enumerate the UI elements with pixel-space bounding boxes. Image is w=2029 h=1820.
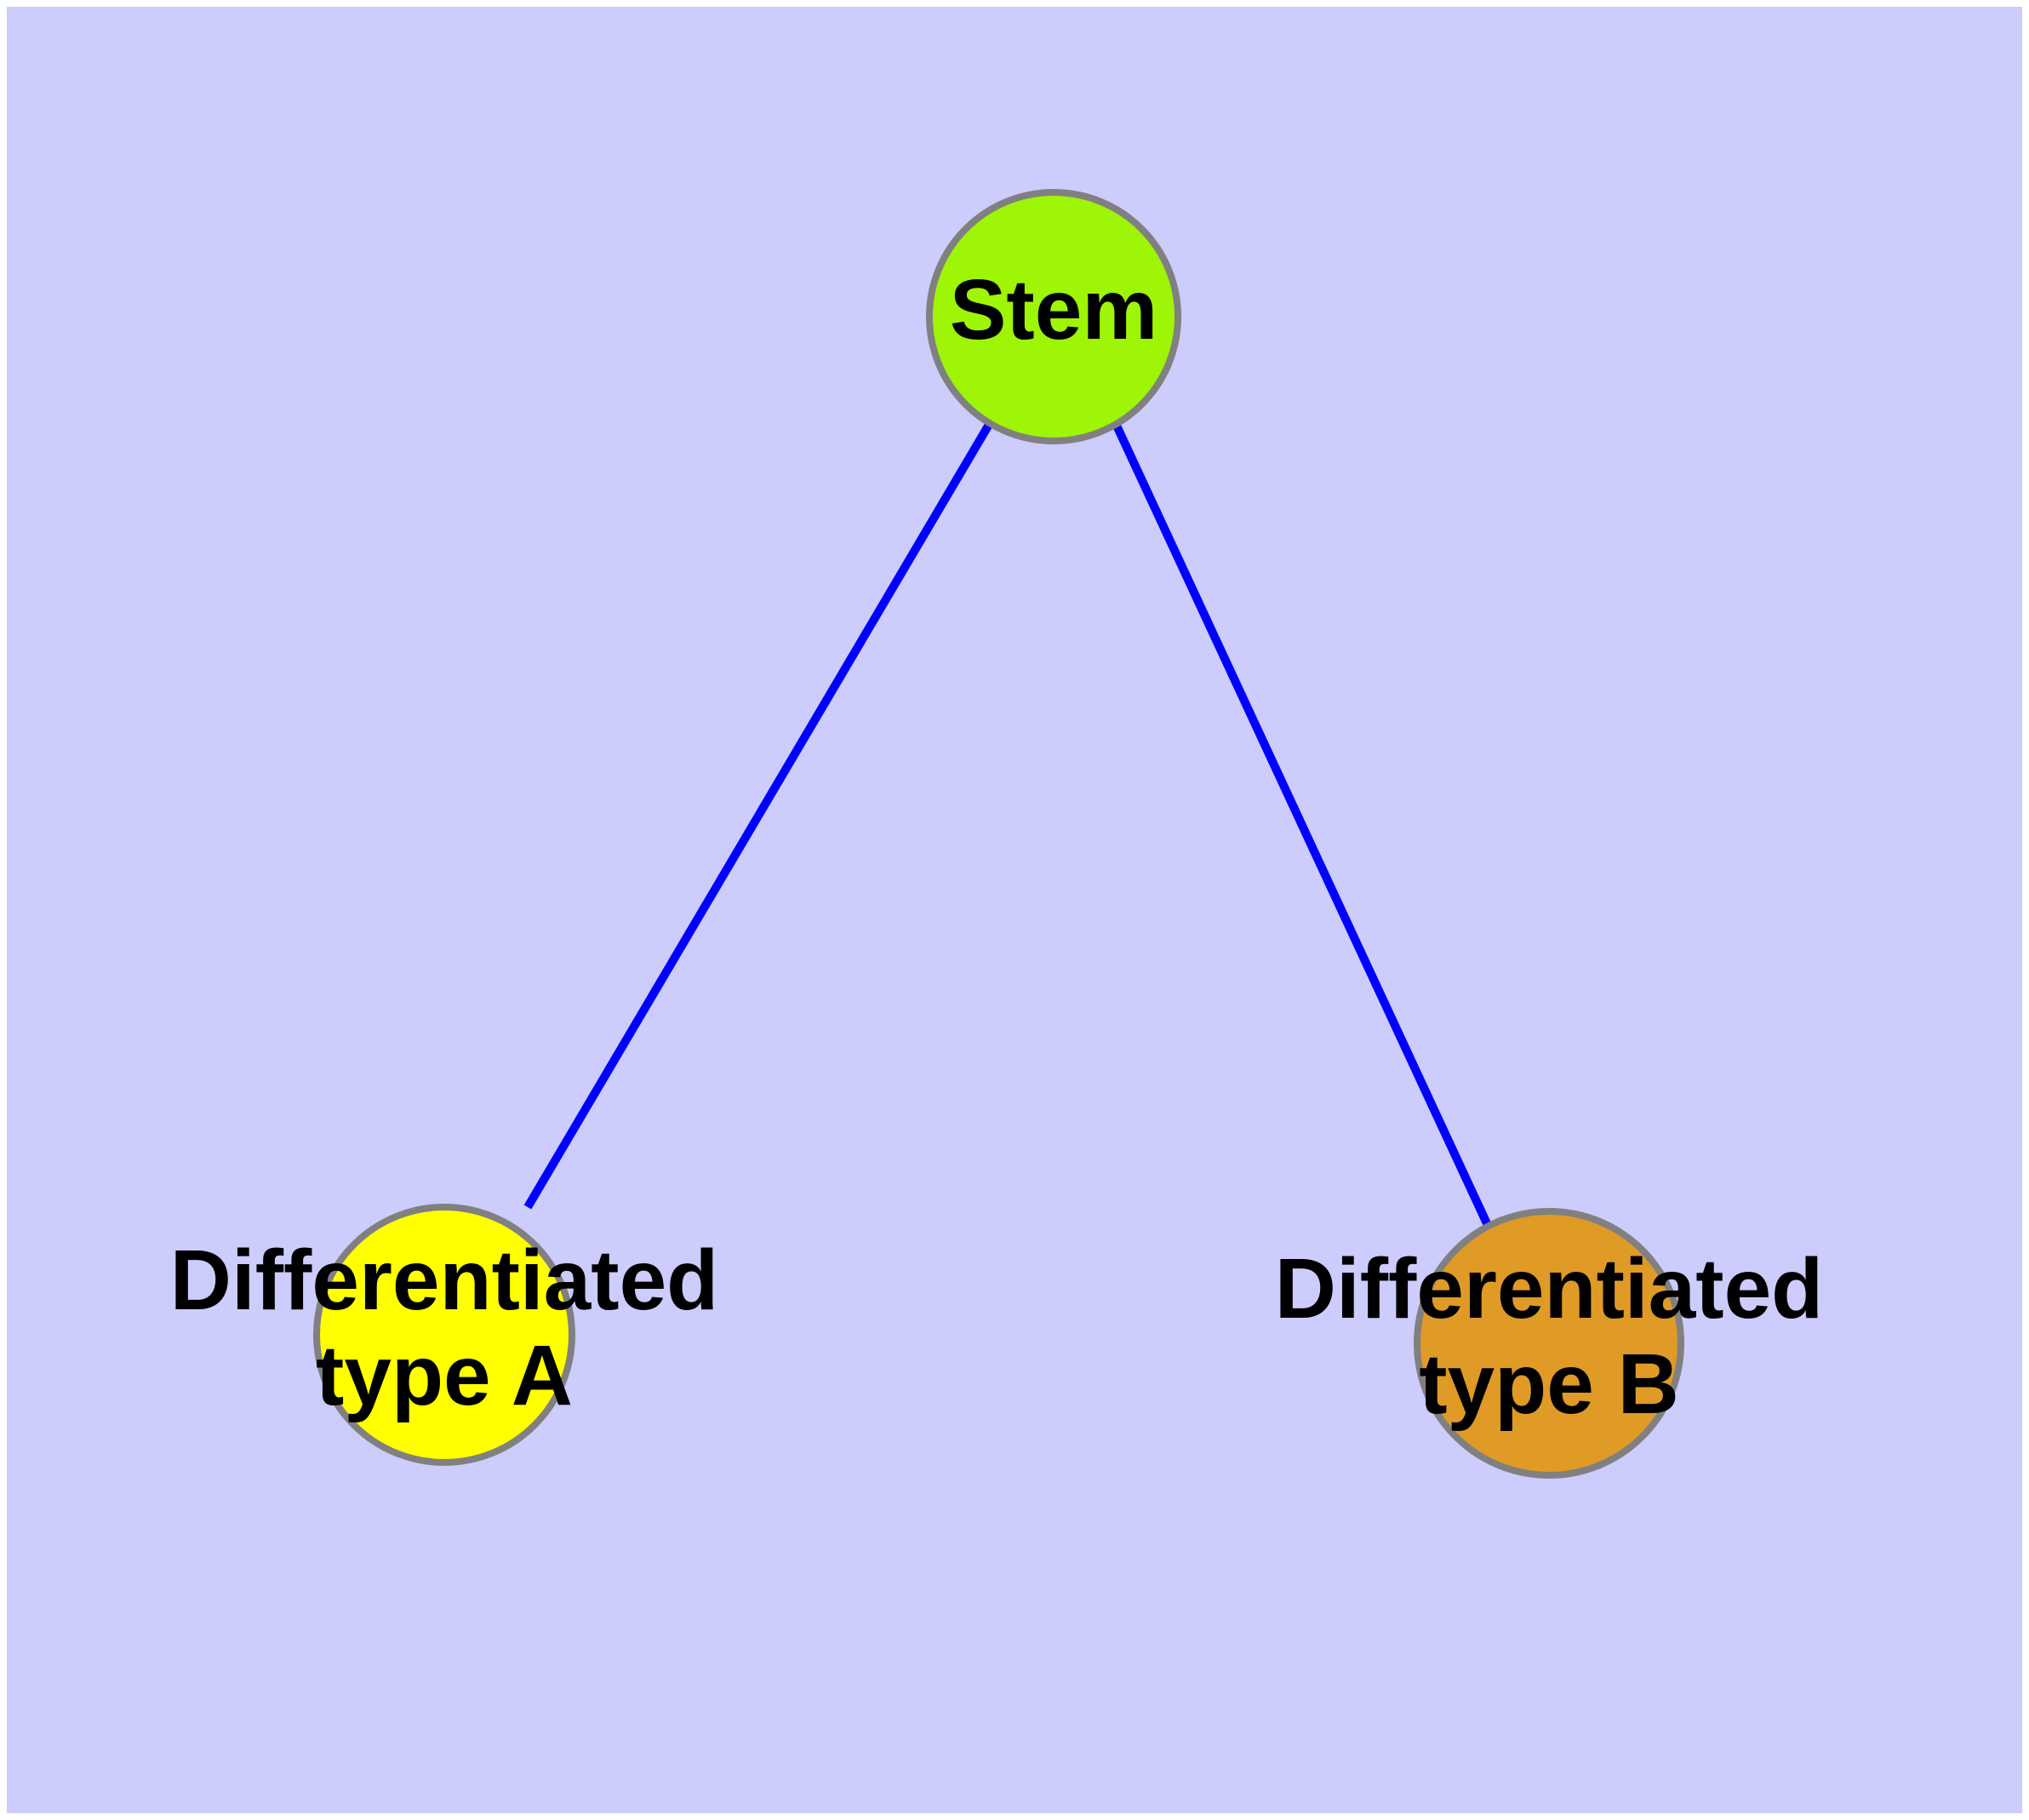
edge-stem-to-diff-a[interactable] xyxy=(523,421,994,1210)
edge-layer xyxy=(523,421,1495,1235)
edge-stem-to-diff-b[interactable] xyxy=(1112,423,1495,1235)
node-stem[interactable]: Stem xyxy=(926,189,1181,444)
node-stem-circle[interactable] xyxy=(926,189,1181,444)
node-diff-a-circle[interactable] xyxy=(313,1204,575,1466)
node-diff-b-circle[interactable] xyxy=(1414,1208,1684,1479)
